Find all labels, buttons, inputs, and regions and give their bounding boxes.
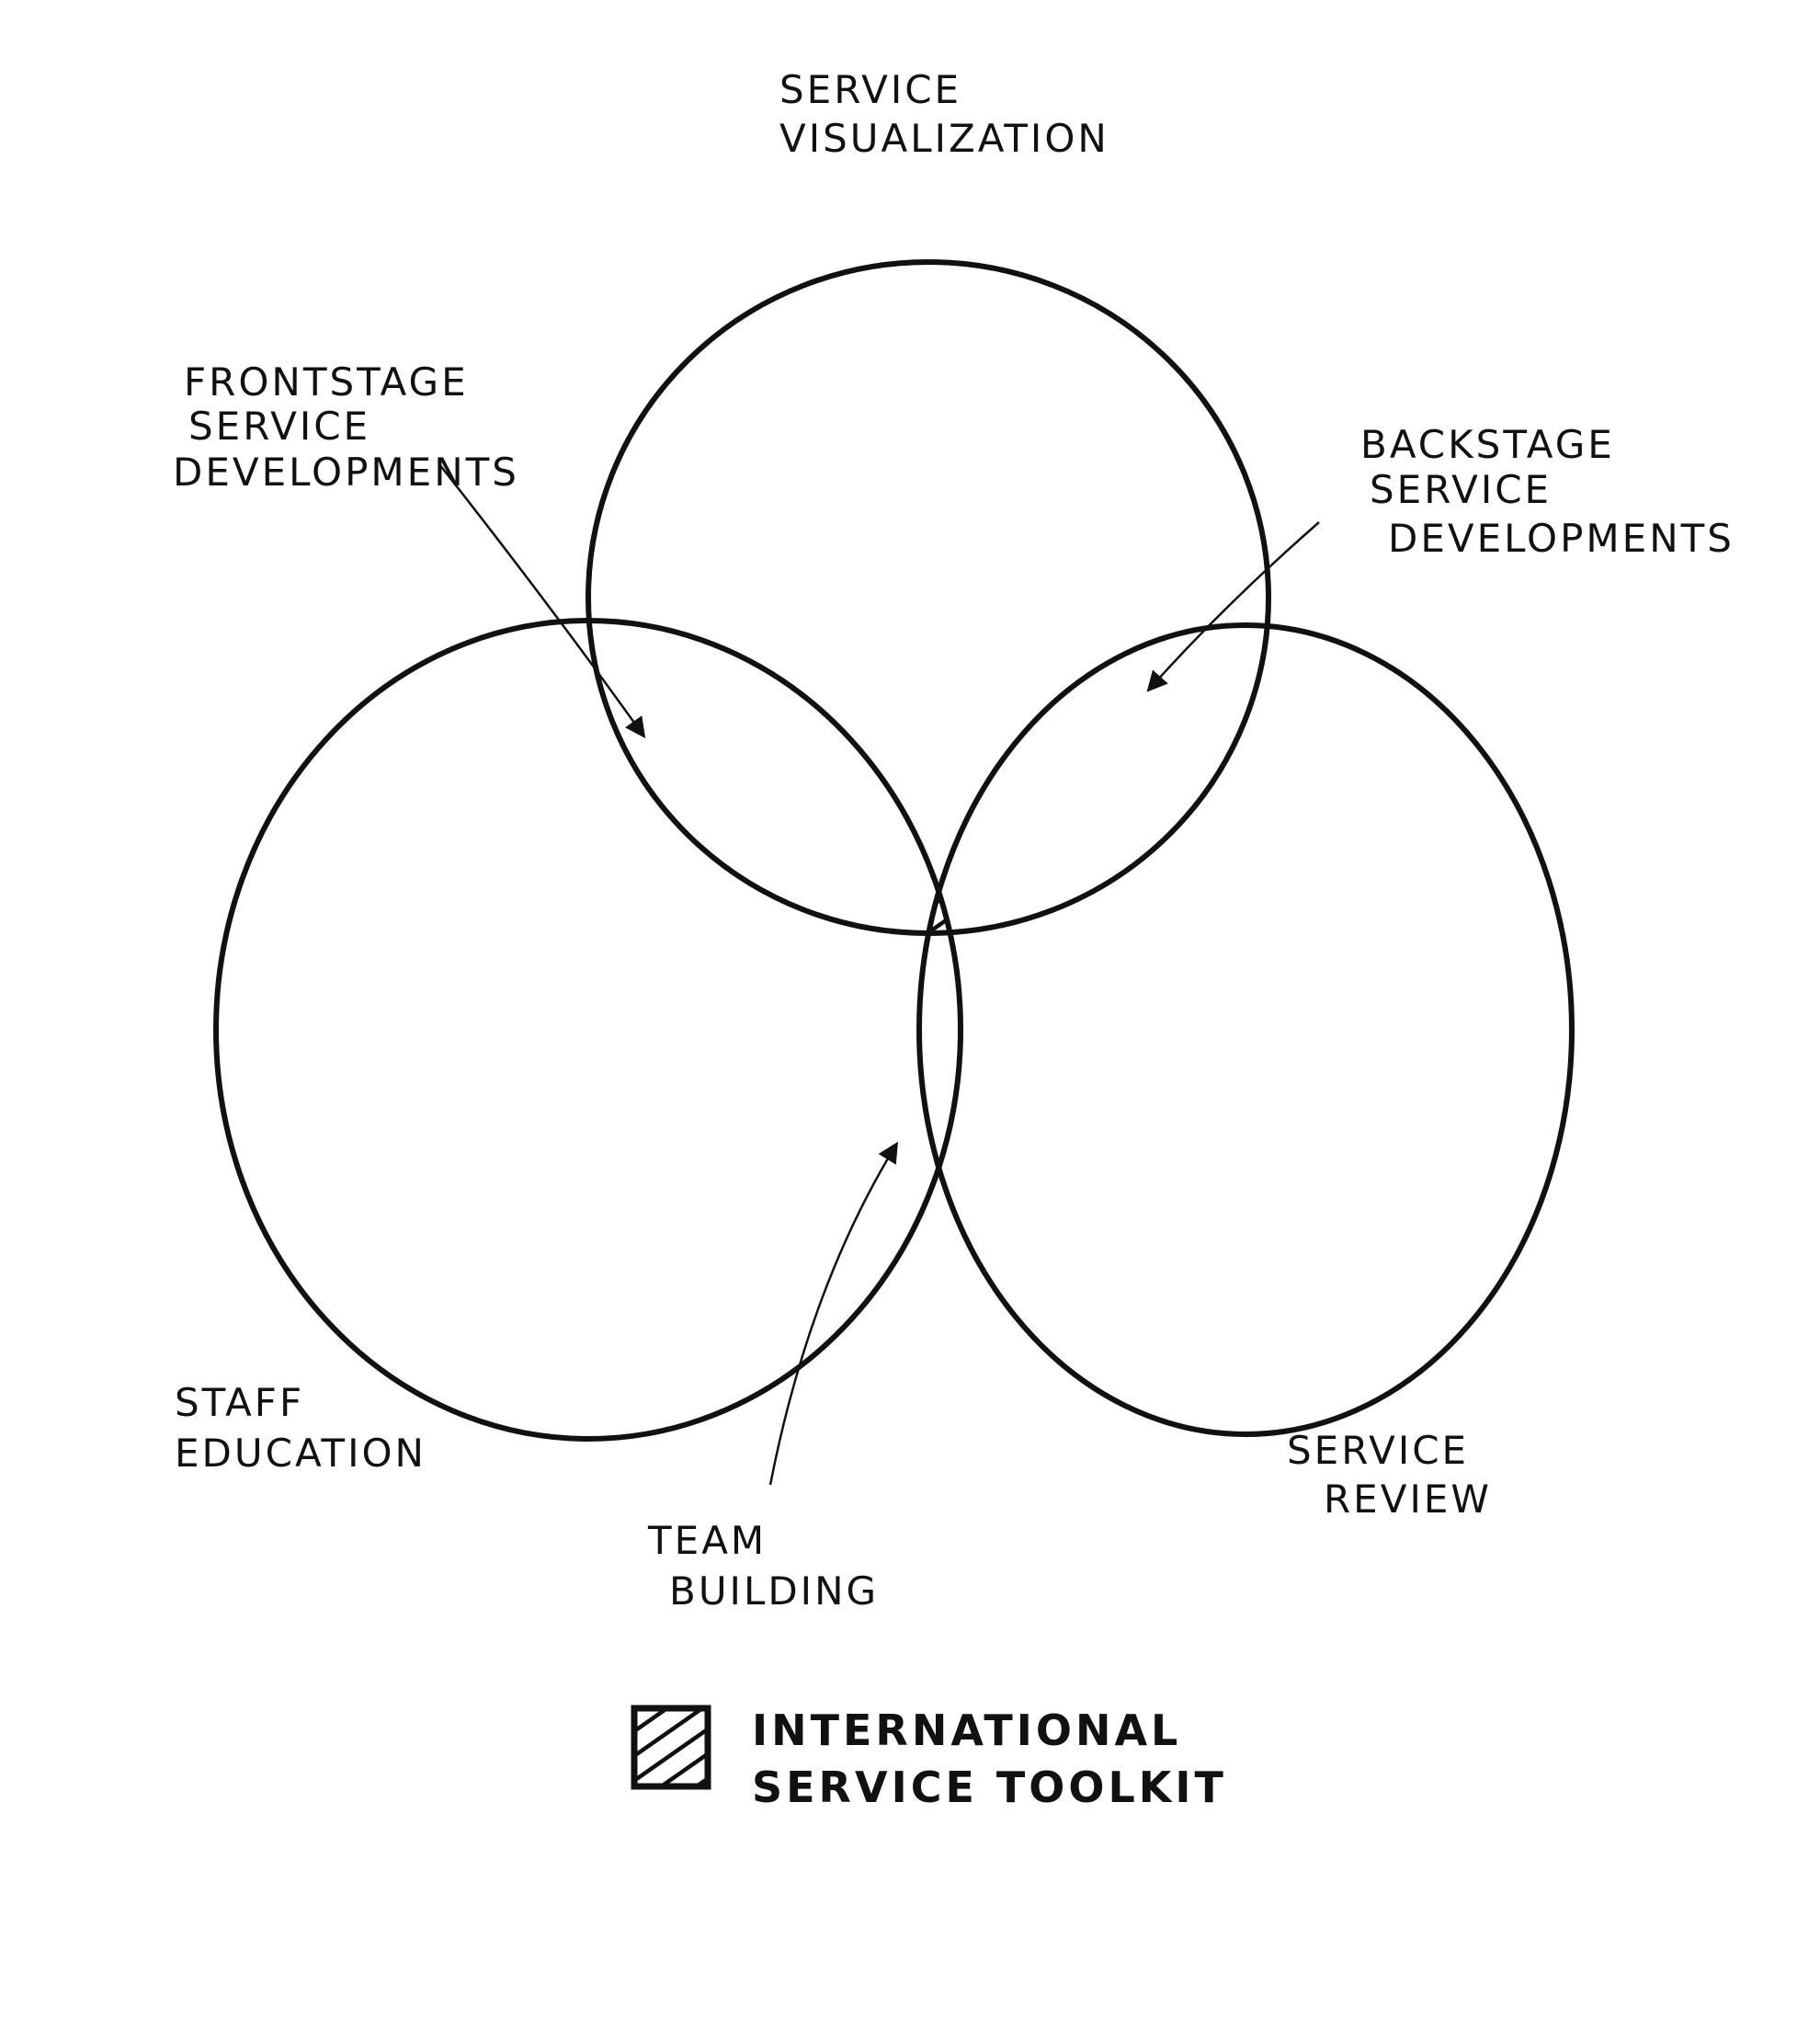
label-service-review: SERVICE REVIEW (1287, 1428, 1492, 1522)
label-frontstage-developments: FRONTSTAGE SERVICE DEVELOPMENTS (173, 359, 519, 495)
arrow-backstage (1146, 521, 1320, 692)
label-service-visualization: SERVICE VISUALIZATION (779, 67, 1109, 161)
circle-service-review (916, 622, 1575, 1437)
circle-service-visualization (586, 259, 1271, 936)
label-team-building: TEAM BUILDING (647, 1518, 879, 1614)
arrow-team-building (768, 1141, 898, 1486)
arrow-frontstage (438, 463, 646, 739)
circle-staff-education (213, 618, 963, 1442)
legend: INTERNATIONAL SERVICE TOOLKIT (631, 1705, 1227, 1812)
center-hatch-fill (919, 625, 961, 933)
legend-hatch-swatch (631, 1705, 711, 1790)
center-intersection-hatch (919, 625, 961, 933)
legend-label: INTERNATIONAL SERVICE TOOLKIT (752, 1705, 1227, 1812)
label-staff-education: STAFF EDUCATION (175, 1380, 427, 1476)
label-backstage-developments: BACKSTAGE SERVICE DEVELOPMENTS (1360, 422, 1735, 561)
